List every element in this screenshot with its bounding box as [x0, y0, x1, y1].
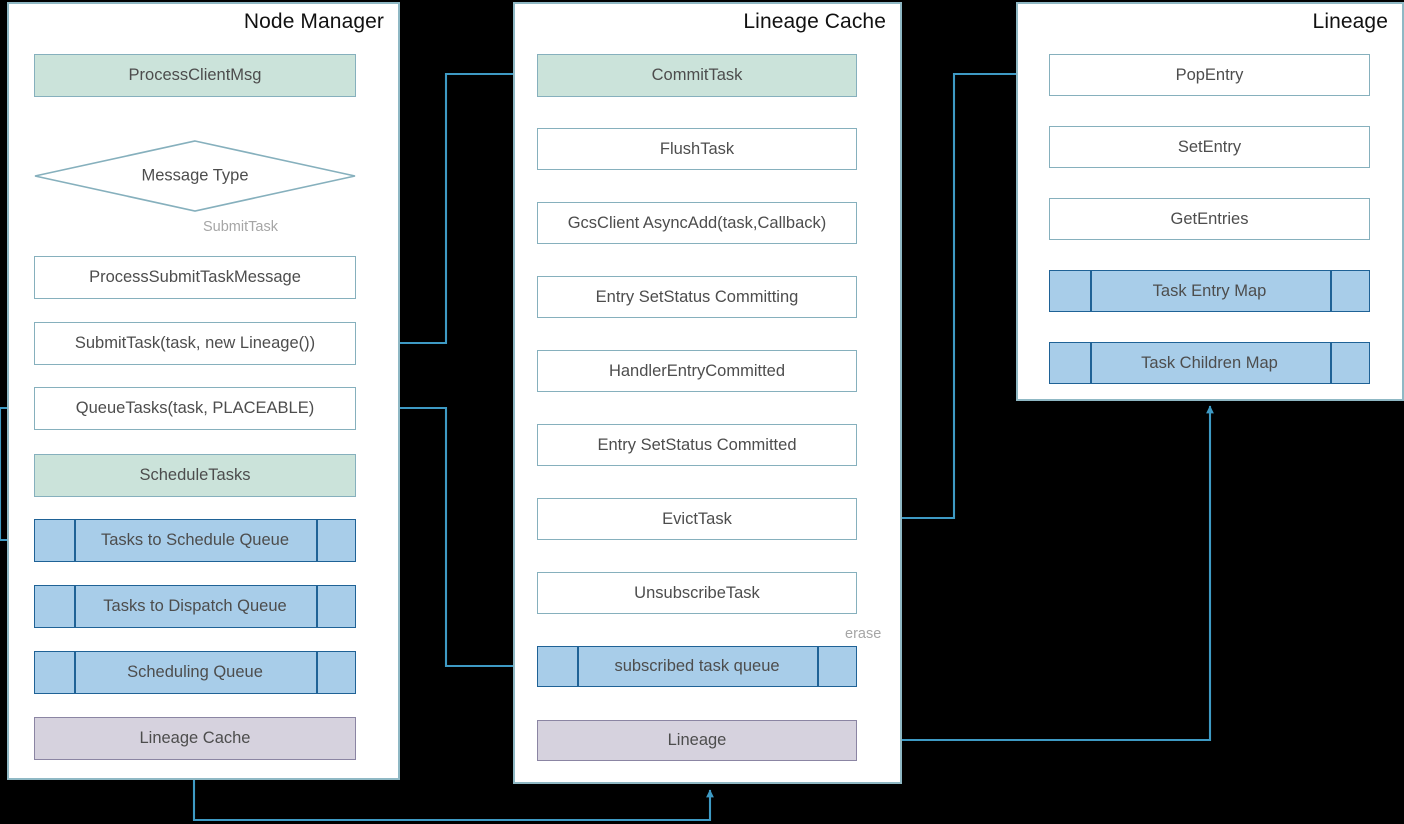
node-label: Lineage — [667, 731, 727, 749]
edge-label-erase: erase — [845, 626, 882, 642]
edge-label-submit-task: SubmitTask — [203, 219, 278, 235]
node-label: ProcessClientMsg — [128, 66, 262, 84]
node-task-entry-map[interactable]: Task Entry Map — [1049, 270, 1370, 312]
node-commit-task[interactable]: CommitTask — [537, 54, 857, 97]
queue-divider-left — [74, 586, 76, 627]
queue-divider-left — [577, 647, 579, 686]
queue-divider-right — [316, 652, 318, 693]
node-process-submit-task-message[interactable]: ProcessSubmitTaskMessage — [34, 256, 356, 299]
node-task-children-map[interactable]: Task Children Map — [1049, 342, 1370, 384]
panel-title-lineage-cache: Lineage Cache — [743, 10, 886, 33]
node-label: SetEntry — [1177, 137, 1242, 156]
node-label: EvictTask — [662, 509, 732, 528]
node-process-client-msg[interactable]: ProcessClientMsg — [34, 54, 356, 97]
node-label: Entry SetStatus Committed — [597, 435, 797, 454]
queue-divider-left — [74, 652, 76, 693]
node-unsubscribe-task[interactable]: UnsubscribeTask — [537, 572, 857, 614]
node-label: ScheduleTasks — [139, 466, 251, 484]
node-label: Lineage Cache — [139, 729, 251, 747]
node-label: UnsubscribeTask — [634, 583, 760, 602]
node-label: GetEntries — [1170, 209, 1249, 228]
queue-divider-right — [316, 520, 318, 561]
panel-title-node-manager: Node Manager — [243, 10, 384, 33]
node-label: Entry SetStatus Committing — [595, 287, 799, 306]
node-gcs-client-async-add[interactable]: GcsClient AsyncAdd(task,Callback) — [537, 202, 857, 244]
node-lineage-store[interactable]: Lineage — [537, 720, 857, 761]
queue-divider-right — [1330, 271, 1332, 311]
node-label: SubmitTask(task, new Lineage()) — [74, 334, 316, 352]
node-entry-setstatus-committing[interactable]: Entry SetStatus Committing — [537, 276, 857, 318]
node-evict-task[interactable]: EvictTask — [537, 498, 857, 540]
node-pop-entry[interactable]: PopEntry — [1049, 54, 1370, 96]
node-label: Task Entry Map — [1152, 281, 1267, 300]
queue-divider-left — [1090, 271, 1092, 311]
node-queue-tasks[interactable]: QueueTasks(task, PLACEABLE) — [34, 387, 356, 430]
queue-divider-right — [817, 647, 819, 686]
node-message-type[interactable]: Message Type — [34, 140, 356, 212]
node-submit-task[interactable]: SubmitTask(task, new Lineage()) — [34, 322, 356, 365]
node-tasks-to-dispatch-queue[interactable]: Tasks to Dispatch Queue — [34, 585, 356, 628]
node-label: Task Children Map — [1141, 353, 1278, 372]
queue-divider-right — [1330, 343, 1332, 383]
node-label: Scheduling Queue — [127, 663, 263, 681]
node-entry-setstatus-committed[interactable]: Entry SetStatus Committed — [537, 424, 857, 466]
node-label: Tasks to Schedule Queue — [100, 531, 290, 549]
node-label: QueueTasks(task, PLACEABLE) — [75, 399, 315, 417]
node-label: CommitTask — [651, 66, 743, 84]
node-label: subscribed task queue — [614, 657, 780, 675]
node-label: HandlerEntryCommitted — [608, 361, 786, 380]
node-label: GcsClient AsyncAdd(task,Callback) — [567, 213, 827, 232]
node-scheduling-queue[interactable]: Scheduling Queue — [34, 651, 356, 694]
node-label: Tasks to Dispatch Queue — [103, 597, 287, 615]
panel-title-lineage: Lineage — [1312, 10, 1388, 33]
queue-divider-right — [316, 586, 318, 627]
node-tasks-to-schedule-queue[interactable]: Tasks to Schedule Queue — [34, 519, 356, 562]
node-set-entry[interactable]: SetEntry — [1049, 126, 1370, 168]
node-subscribed-task-queue[interactable]: subscribed task queue — [537, 646, 857, 687]
node-label: FlushTask — [659, 139, 735, 158]
node-handler-entry-committed[interactable]: HandlerEntryCommitted — [537, 350, 857, 392]
node-lineage-cache-store[interactable]: Lineage Cache — [34, 717, 356, 760]
queue-divider-left — [1090, 343, 1092, 383]
wire-lineagestore-to-lineage-panel — [857, 405, 1214, 742]
node-label: PopEntry — [1175, 65, 1244, 84]
node-label: ProcessSubmitTaskMessage — [89, 268, 301, 286]
queue-divider-left — [74, 520, 76, 561]
node-flush-task[interactable]: FlushTask — [537, 128, 857, 170]
node-label: Message Type — [141, 166, 249, 185]
node-schedule-tasks[interactable]: ScheduleTasks — [34, 454, 356, 497]
node-get-entries[interactable]: GetEntries — [1049, 198, 1370, 240]
